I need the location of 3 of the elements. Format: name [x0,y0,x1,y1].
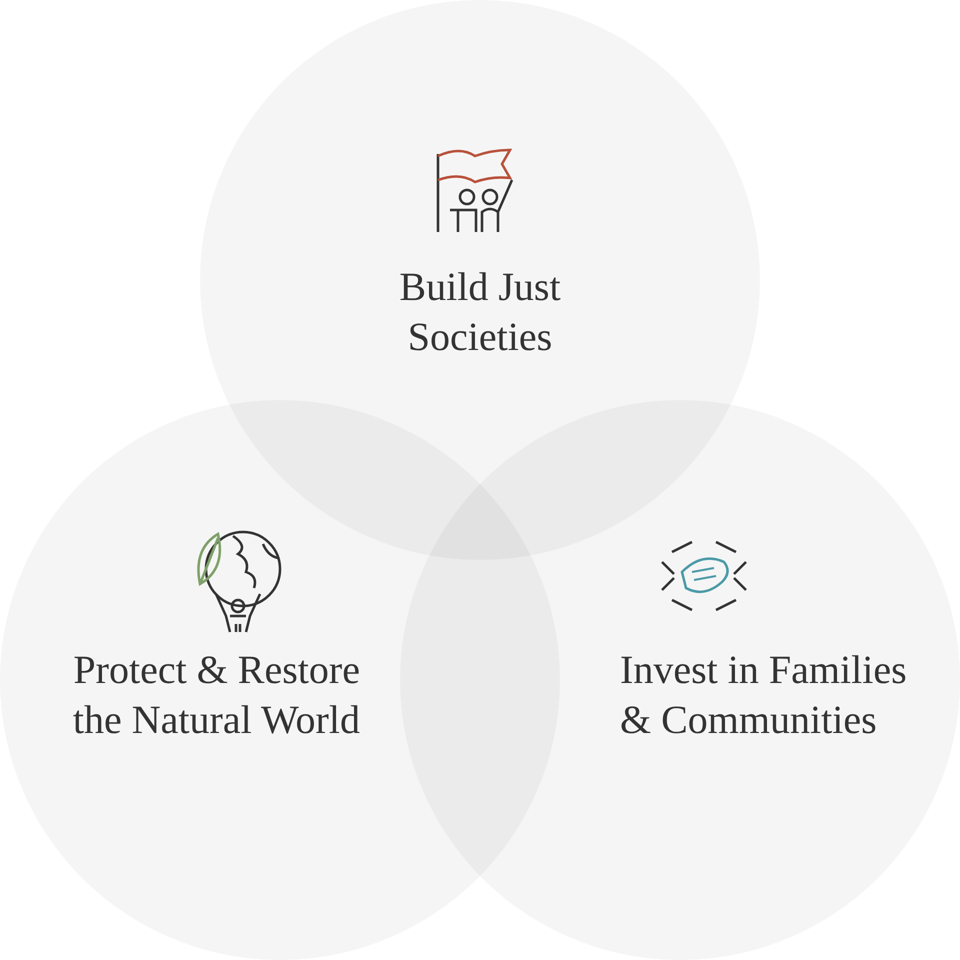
circle-label: Invest in Families & Communities [620,646,908,744]
circle-label: Build Just Societies [398,263,562,361]
circle-label: Protect & Restore the Natural World [72,646,360,744]
